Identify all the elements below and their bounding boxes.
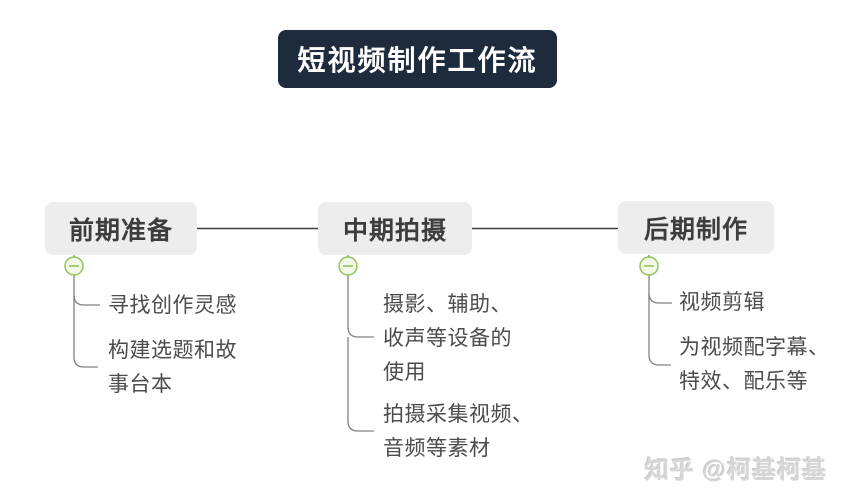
collapse-icon-shooting[interactable] <box>338 256 358 276</box>
topic-node-post-production[interactable]: 后期制作 <box>618 201 774 254</box>
subtopic-build-topic-script[interactable]: 构建选题和故 事台本 <box>108 339 237 396</box>
topic-node-shooting[interactable]: 中期拍摄 <box>318 202 472 255</box>
subtopic-capture-material[interactable]: 拍摄采集视频、 音频等素材 <box>383 403 534 460</box>
subtopic-find-inspiration[interactable]: 寻找创作灵感 <box>108 294 237 317</box>
subtopic-equipment-use[interactable]: 摄影、辅助、 收声等设备的 使用 <box>383 293 512 384</box>
zhihu-watermark: 知乎 @柯基柯基 <box>645 457 828 484</box>
subtopic-subtitles-effects-music[interactable]: 为视频配字幕、 特效、配乐等 <box>679 336 830 393</box>
root-topic-node[interactable]: 短视频制作工作流 <box>278 30 557 88</box>
topic-node-pre-production[interactable]: 前期准备 <box>45 202 197 255</box>
branch-links-middle <box>347 255 374 432</box>
collapse-icon-pre-production[interactable] <box>64 256 84 276</box>
subtopic-video-editing[interactable]: 视频剪辑 <box>679 291 765 314</box>
collapse-icon-post-production[interactable] <box>639 256 659 276</box>
